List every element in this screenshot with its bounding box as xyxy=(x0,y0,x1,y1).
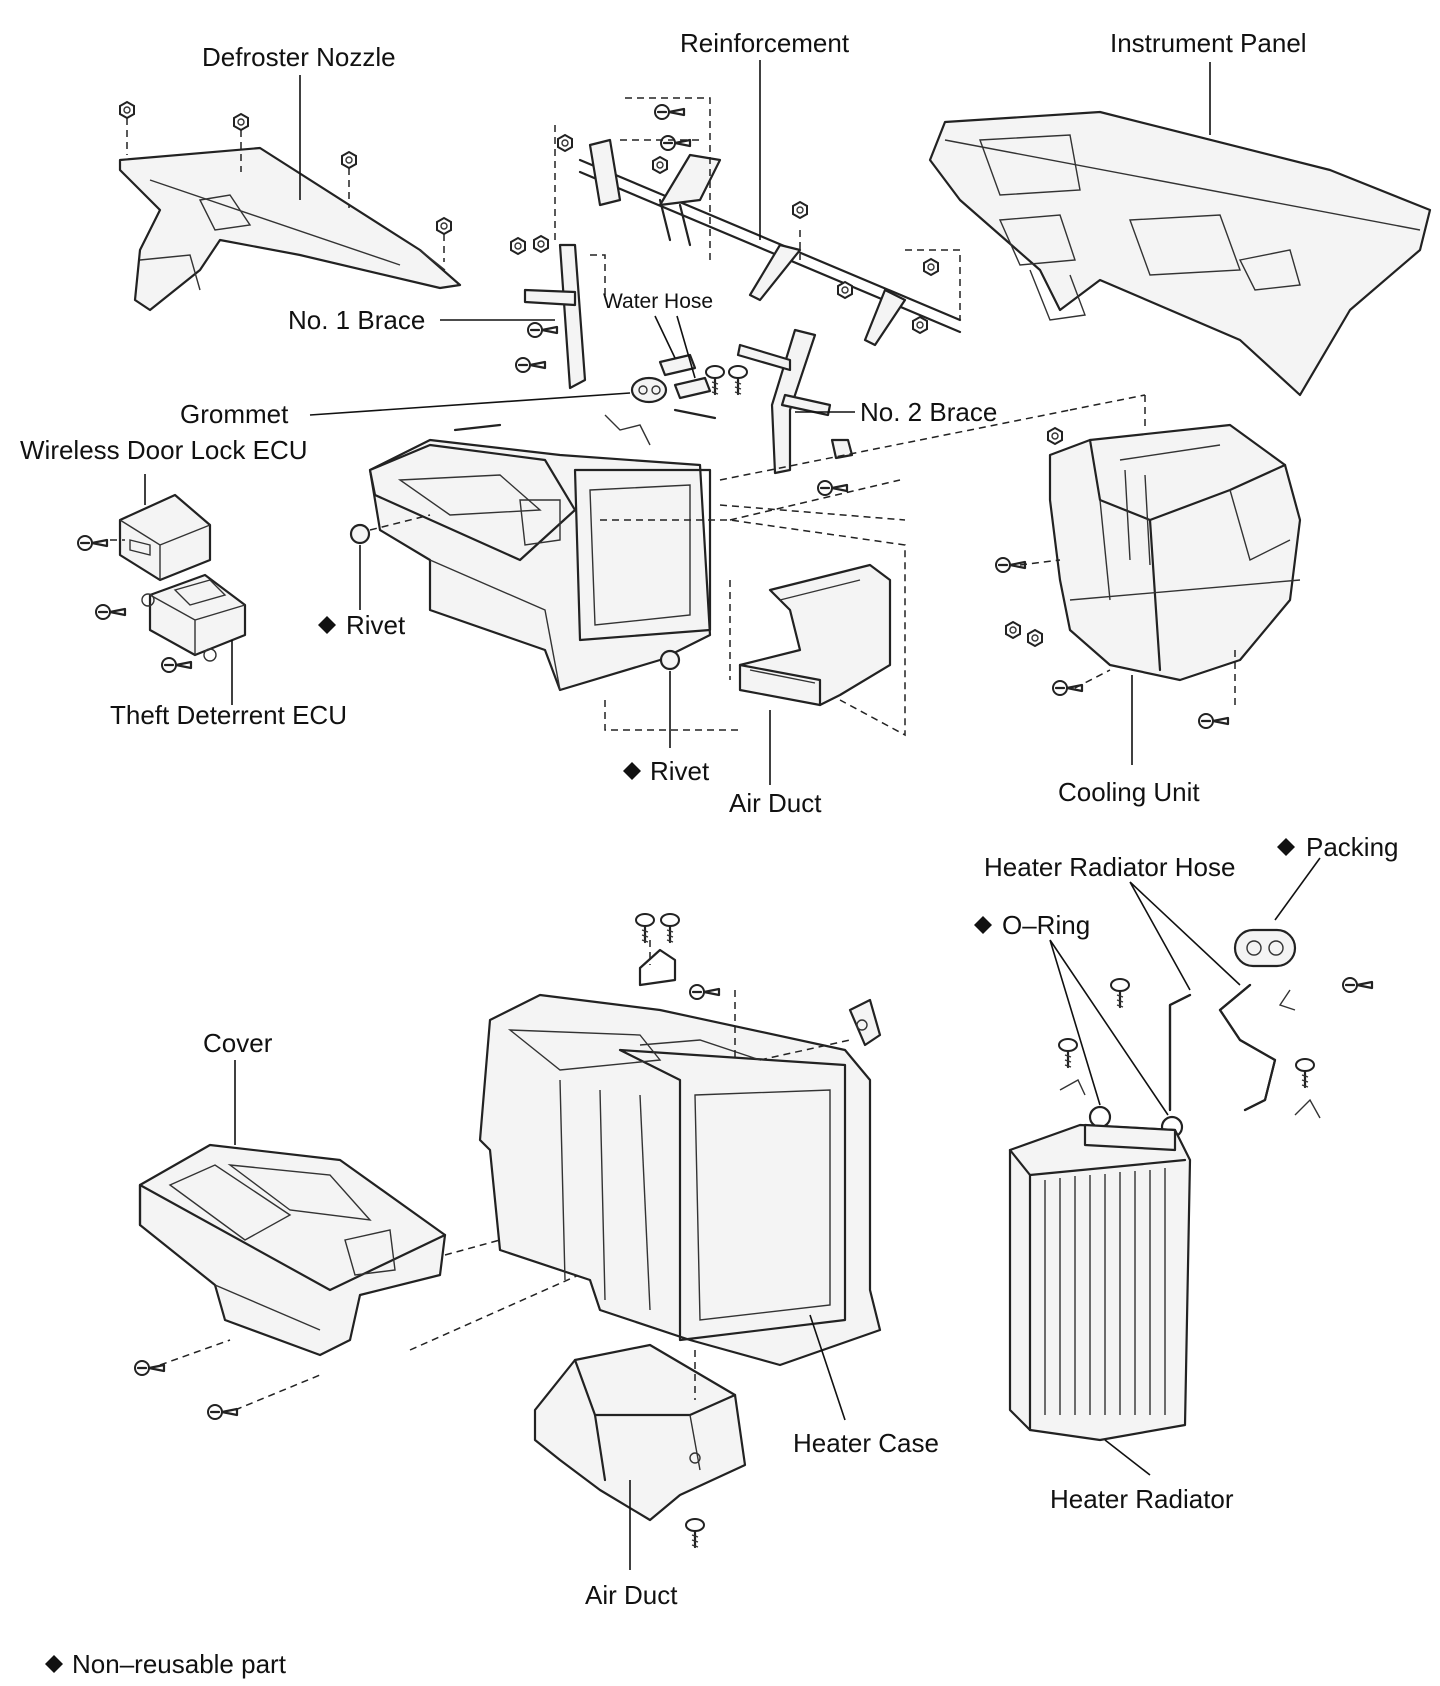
heater-assembly-upper-part xyxy=(368,414,712,692)
label-instrument-panel: Instrument Panel xyxy=(1110,28,1307,58)
packing-part xyxy=(1233,928,1297,968)
label-air-duct-lower: Air Duct xyxy=(585,1580,678,1610)
label-theft-deterrent-ecu: Theft Deterrent ECU xyxy=(110,700,347,730)
heater-radiator-part xyxy=(1008,1123,1192,1442)
grommet-part xyxy=(630,376,668,404)
label-rivet-left: Rivet xyxy=(346,610,406,640)
heater-case-part xyxy=(478,912,882,1367)
label-grommet: Grommet xyxy=(180,399,289,429)
instrument-panel-part xyxy=(928,110,1432,397)
label-reinforcement: Reinforcement xyxy=(680,28,850,58)
wireless-door-lock-ecu-part xyxy=(76,493,212,582)
label-heater-case: Heater Case xyxy=(793,1428,939,1458)
theft-deterrent-ecu-part xyxy=(94,573,247,674)
cover-part xyxy=(133,1143,591,1421)
label-water-hose: Water Hose xyxy=(603,290,713,313)
water-hose-part xyxy=(658,353,749,420)
label-defroster-nozzle: Defroster Nozzle xyxy=(202,42,396,72)
label-cooling-unit: Cooling Unit xyxy=(1058,777,1200,807)
non-reusable-diamond-icon xyxy=(318,616,336,634)
label-wireless-door-lock-ecu: Wireless Door Lock ECU xyxy=(20,435,308,465)
rivet-center-part xyxy=(659,649,681,671)
non-reusable-diamond-icon xyxy=(623,762,641,780)
label-heater-radiator-hose: Heater Radiator Hose xyxy=(984,852,1235,882)
air-duct-lower-part xyxy=(533,1343,747,1549)
heater-radiator-hose-part xyxy=(1057,976,1374,1119)
no1-brace-part xyxy=(514,243,606,390)
non-reusable-diamond-icon xyxy=(974,916,992,934)
label-o-ring: O–Ring xyxy=(1002,910,1090,940)
label-cover: Cover xyxy=(203,1028,273,1058)
reinforcement-part xyxy=(510,97,962,347)
label-no2-brace: No. 2 Brace xyxy=(860,397,997,427)
no2-brace-part xyxy=(736,328,854,497)
label-packing: Packing xyxy=(1306,832,1399,862)
label-air-duct-upper: Air Duct xyxy=(729,788,822,818)
cooling-unit-part xyxy=(994,394,1302,730)
rivet-left-part xyxy=(349,523,371,545)
defroster-nozzle-part xyxy=(118,101,462,312)
label-heater-radiator: Heater Radiator xyxy=(1050,1484,1234,1514)
air-duct-upper-part xyxy=(738,563,892,707)
label-rivet-center: Rivet xyxy=(650,756,710,786)
legend-non-reusable: Non–reusable part xyxy=(72,1649,287,1679)
label-no1-brace: No. 1 Brace xyxy=(288,305,425,335)
legend-diamond-icon xyxy=(45,1655,63,1673)
non-reusable-diamond-icon xyxy=(1277,838,1295,856)
